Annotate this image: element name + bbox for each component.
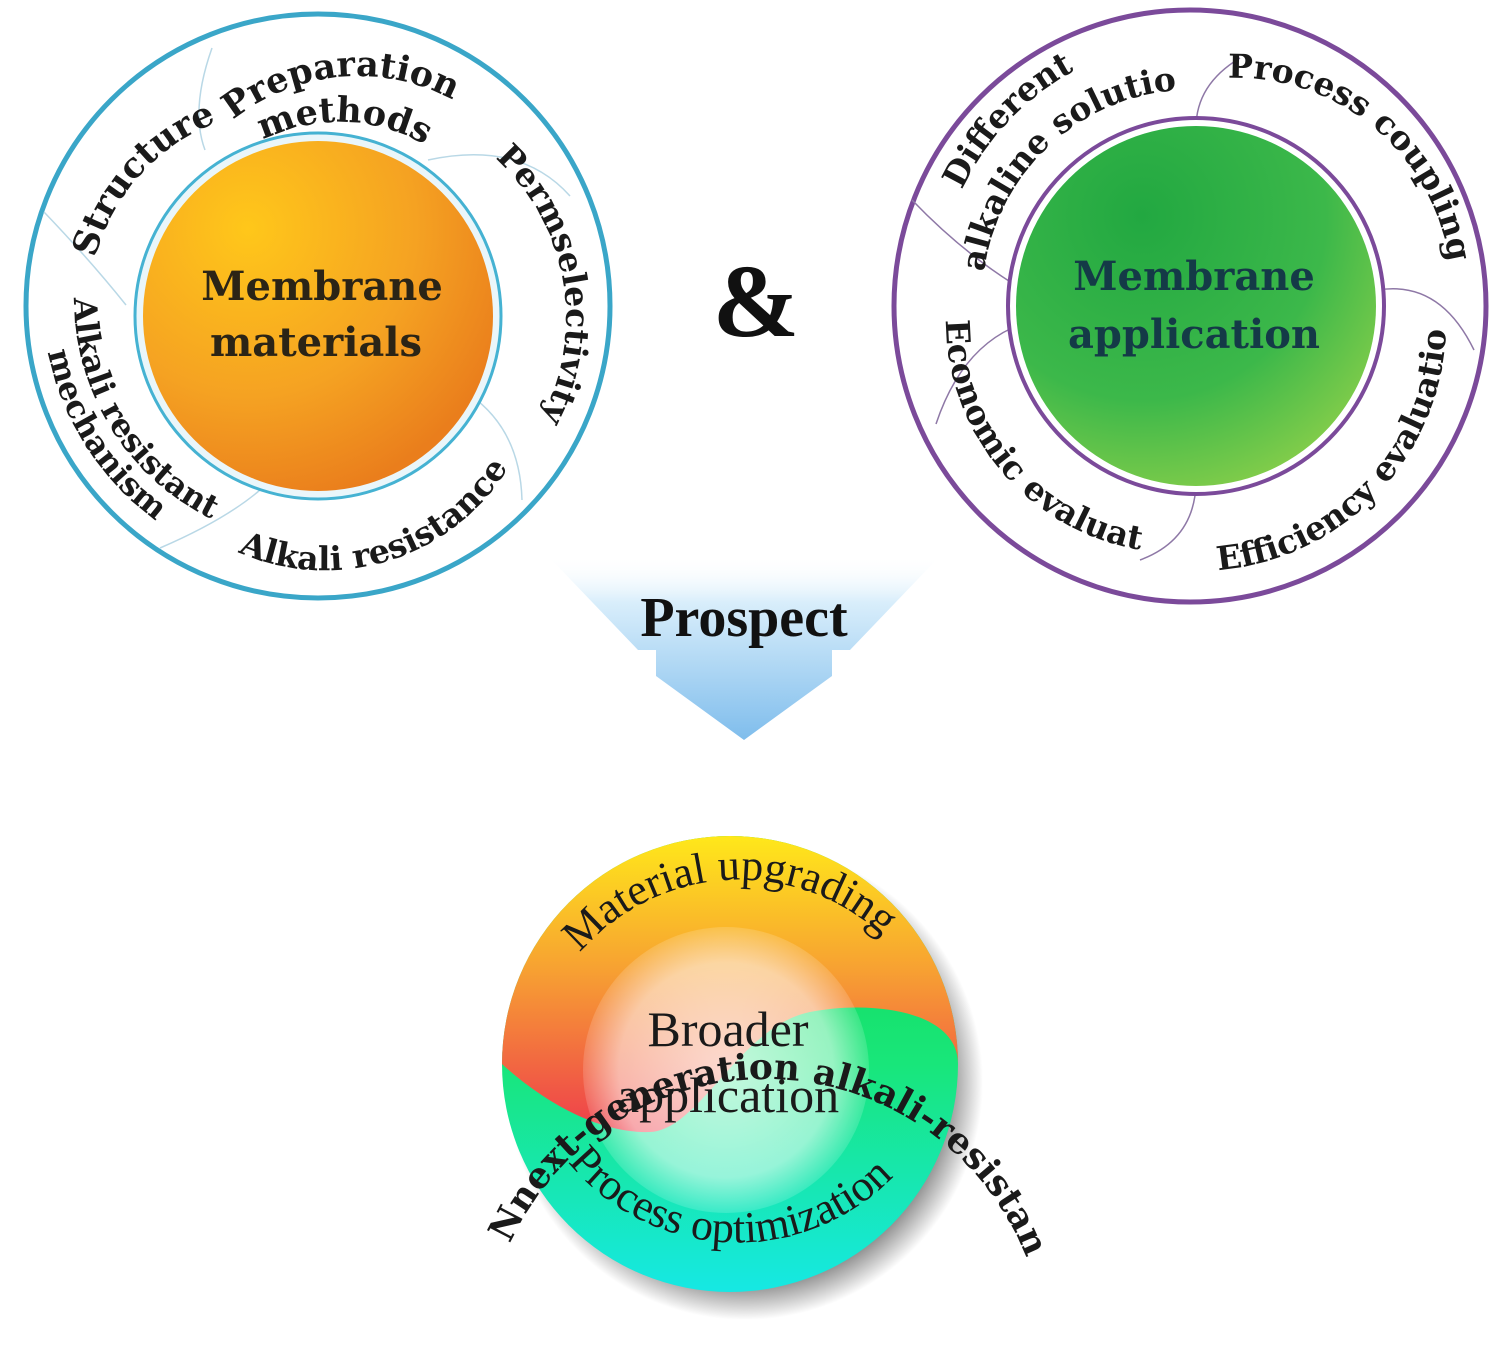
prospect-label: Prospect — [640, 587, 848, 649]
broader-line-1: Broader — [647, 1001, 808, 1057]
prospect-arrow-icon — [548, 556, 940, 740]
left-core-line-2: materials — [210, 319, 422, 366]
right-core-line-2: application — [1068, 311, 1320, 358]
left-core-line-1: Membrane — [201, 263, 443, 310]
broader-application-core — [583, 927, 869, 1213]
prospect-arrow-group: Prospect — [548, 556, 940, 740]
right-core-line-1: Membrane — [1073, 253, 1315, 300]
membrane-materials-cluster: Membrane materials Preparation methods S… — [0, 0, 613, 601]
broader-line-2: application — [617, 1067, 839, 1123]
membrane-application-core — [1016, 126, 1376, 486]
membrane-materials-core — [143, 141, 493, 491]
ampersand: & — [713, 244, 800, 359]
